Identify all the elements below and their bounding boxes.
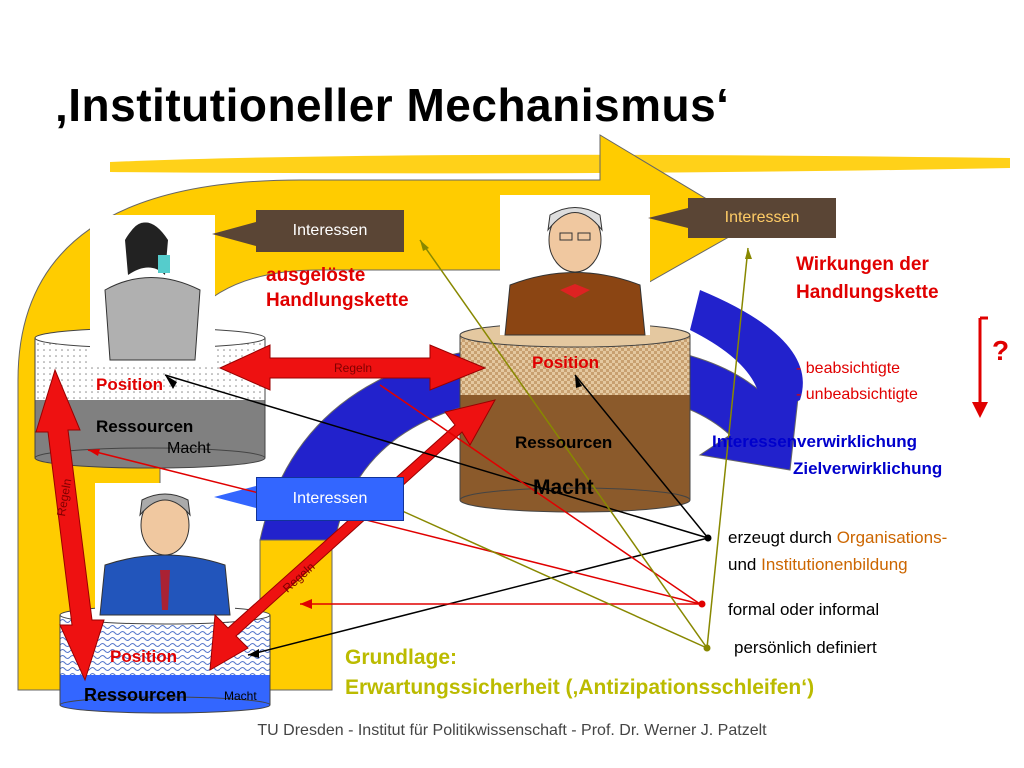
macht-label-bottom: Macht [224, 689, 257, 703]
ressourcen-label-bottom: Ressourcen [84, 685, 188, 705]
interessen-box-top-right: Interessen [688, 198, 836, 238]
beabsichtigte-text: - beabsichtigte [796, 360, 901, 377]
wirkungen-line1: Wirkungen der [796, 254, 929, 275]
erzeugt-line1: erzeugt durch Organisations- [728, 528, 947, 548]
erzeugt-und: und [728, 555, 757, 574]
grundlage-line1: Grundlage: [345, 646, 458, 669]
page-title: ‚Institutioneller Mechanismus‘ [55, 79, 730, 131]
person-woman-icon [90, 215, 215, 365]
regeln-arrow-top [218, 344, 487, 391]
yellow-arrow-base [259, 539, 333, 691]
erzeugt-line2: und Institutionenbildung [728, 555, 908, 575]
persoenlich-text: persönlich definiert [734, 638, 877, 657]
regeln-arrow-left [35, 368, 105, 682]
person-man-bottom-icon [95, 483, 235, 618]
erzeugt-prefix: erzeugt durch [728, 528, 832, 547]
unbeabsichtigte-text: - unbeabsichtigte [796, 386, 918, 403]
ressourcen-label-left: Ressourcen [96, 417, 194, 436]
wirkungen-line2: Handlungskette [796, 282, 939, 303]
ausgeloeste-line2: Handlungskette [266, 290, 409, 311]
grundlage-line2: Erwartungssicherheit (‚Antizipationsschl… [345, 676, 815, 699]
macht-label-middle: Macht [533, 476, 594, 499]
position-label-left: Position [96, 375, 164, 394]
formal-text: formal oder informal [728, 600, 880, 619]
position-label-bottom: Position [110, 647, 178, 666]
interessen-box-middle: Interessen [256, 477, 404, 521]
zielverwirklichung-text: Zielverwirklichung [793, 459, 943, 478]
erzeugt-organisations: Organisations- [836, 528, 948, 547]
interessen-box-top-left: Interessen [256, 210, 404, 252]
footer: TU Dresden - Institut für Politikwissens… [257, 722, 767, 739]
macht-label-left: Macht [167, 440, 211, 457]
title-underline-stroke [110, 154, 1010, 174]
position-label-middle: Position [532, 353, 600, 372]
interessenverwirklichung-text: Interessenverwirklichung [712, 432, 918, 451]
question-mark: ? [992, 335, 1010, 366]
connector-lines-olive [399, 239, 749, 649]
connector-lines-red [87, 384, 701, 605]
cylinder-middle [459, 322, 691, 513]
regeln-arrow-diagonal [209, 399, 496, 671]
ausgeloeste-line1: ausgelöste [266, 265, 366, 286]
regeln-label-top: Regeln [334, 361, 373, 375]
erzeugt-institutionenbildung: Institutionenbildung [761, 555, 908, 574]
person-man-center-icon [500, 195, 650, 336]
ressourcen-label-middle: Ressourcen [515, 433, 613, 452]
